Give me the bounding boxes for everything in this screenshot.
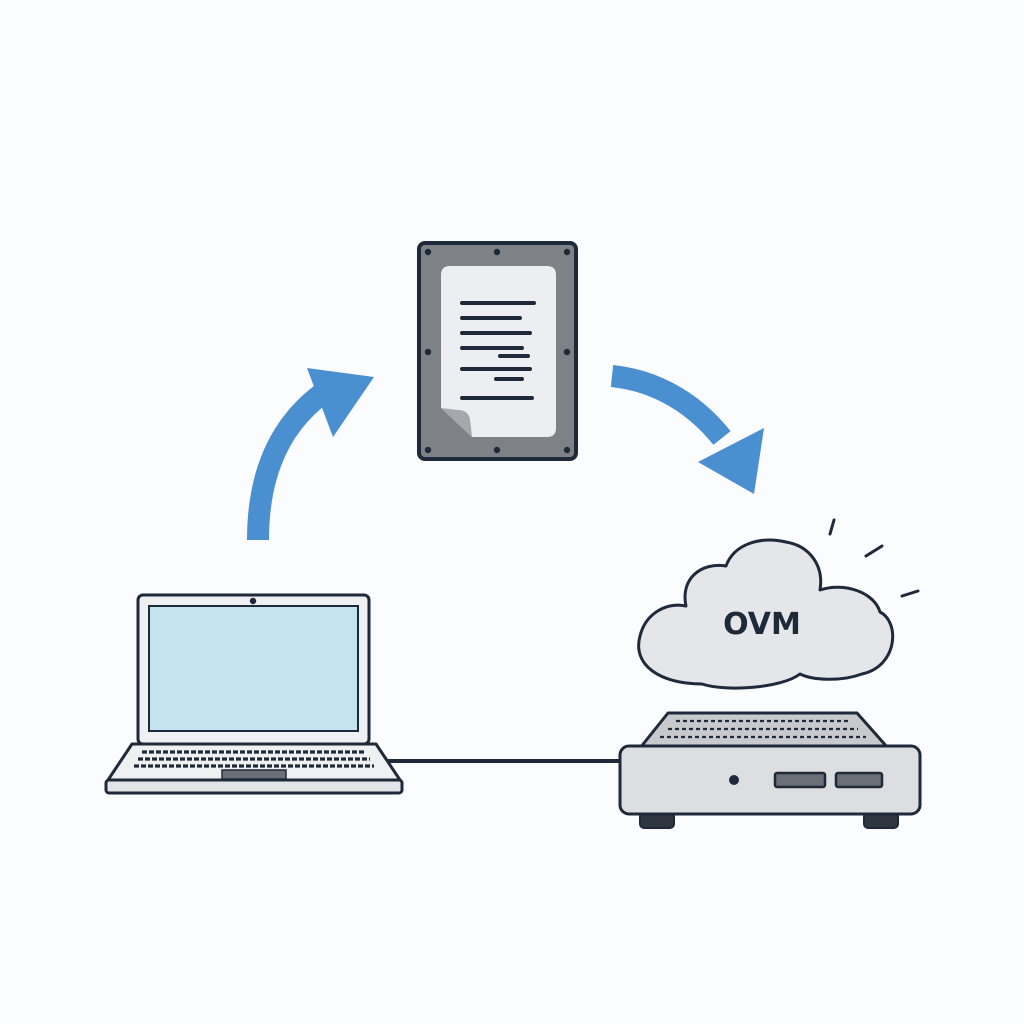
document-lines — [460, 301, 536, 400]
router-vents — [660, 719, 866, 739]
router-port — [834, 771, 884, 789]
laptop-trackpad — [221, 769, 287, 780]
laptop-icon — [104, 593, 404, 795]
laptop-screen — [148, 605, 359, 732]
cloud-label: OVM — [723, 607, 801, 642]
arrow-drive-to-cloud — [610, 365, 764, 494]
cloud-signal-ticks — [828, 518, 920, 598]
laptop-keyboard — [134, 750, 374, 768]
router-power-light — [729, 775, 739, 785]
arrow-laptop-to-drive — [247, 368, 374, 541]
router-port — [773, 771, 827, 789]
drive-screws — [424, 248, 571, 454]
hard-drive-icon — [417, 241, 578, 461]
laptop-front-edge — [104, 778, 404, 795]
cloud-icon: OVM — [637, 518, 920, 690]
router-icon — [618, 711, 922, 829]
laptop-camera — [249, 597, 257, 605]
document-icon — [441, 266, 556, 437]
